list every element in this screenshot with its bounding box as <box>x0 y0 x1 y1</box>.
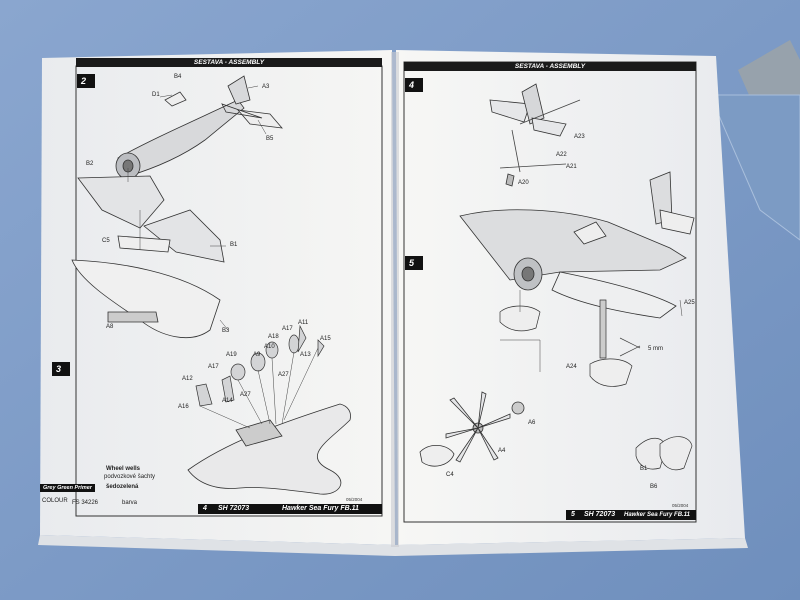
step-5-marker: 5 <box>405 256 423 270</box>
right-page-footer: 5 SH 72073 Hawker Sea Fury FB.11 <box>566 510 696 520</box>
part-label: B5 <box>266 136 274 142</box>
part-label: A20 <box>518 180 529 186</box>
step-4-marker: 4 <box>405 78 423 92</box>
part-label: A17 <box>208 364 219 370</box>
wheel-wells-label: Wheel wells <box>106 466 141 472</box>
part-label: A27 <box>240 392 251 398</box>
barva-label: barva <box>122 500 138 506</box>
part-label: A14 <box>222 398 233 404</box>
part-label: A10 <box>264 344 275 350</box>
part-label: A4 <box>498 448 506 454</box>
part-label: A6 <box>528 420 536 426</box>
part-label: A19 <box>226 352 237 358</box>
primer-czech-label: šedozelená <box>106 484 139 490</box>
part-label: C4 <box>446 472 454 478</box>
part-label: C5 <box>102 238 110 244</box>
part-label: D1 <box>152 92 160 98</box>
part-label: A16 <box>178 404 189 410</box>
right-page-number: 5 <box>571 511 575 518</box>
part-label: B4 <box>174 74 182 80</box>
part-label: A17 <box>282 326 293 332</box>
primer-colour-badge: Grey Green Primer <box>40 484 95 492</box>
part-label: A13 <box>300 352 311 358</box>
part-label: A18 <box>268 334 279 340</box>
left-kit-title: Hawker Sea Fury FB.11 <box>282 505 359 512</box>
part-label: B2 <box>86 161 94 167</box>
part-label: B1 <box>230 242 238 248</box>
part-label: A11 <box>298 320 309 326</box>
part-label: B3 <box>222 328 230 334</box>
step-3-marker: 3 <box>52 362 70 376</box>
right-page-date: 05/2004 <box>672 503 689 508</box>
part-label: A22 <box>556 152 567 158</box>
part-label: B1 <box>640 466 648 472</box>
part-label: A21 <box>566 164 577 170</box>
part-label: A15 <box>320 336 331 342</box>
left-kit-code: SH 72073 <box>218 505 250 512</box>
part-label: B6 <box>650 484 658 490</box>
right-kit-code: SH 72073 <box>584 511 616 518</box>
part-label: A25 <box>684 300 695 306</box>
part-label: A8 <box>106 324 114 330</box>
left-page-number: 4 <box>203 505 207 512</box>
part-label: A3 <box>262 84 270 90</box>
right-kit-title: Hawker Sea Fury FB.11 <box>624 512 690 518</box>
fs-code-label: FS 34226 <box>72 500 99 506</box>
left-page-footer: 4 SH 72073 Hawker Sea Fury FB.11 <box>198 504 382 514</box>
left-page-header: SESTAVA - ASSEMBLY <box>76 58 382 67</box>
wheel-wells-czech-label: podvozkové šachty <box>104 474 156 480</box>
dimension-label: 5 mm <box>648 346 663 352</box>
step-2-marker: 2 <box>77 74 95 88</box>
part-label: A12 <box>182 376 193 382</box>
left-page-date: 05/2004 <box>346 497 363 502</box>
part-label: A23 <box>574 134 585 140</box>
right-page-header: SESTAVA - ASSEMBLY <box>404 62 696 71</box>
colour-label: COLOUR <box>42 498 68 504</box>
part-label: A27 <box>278 372 289 378</box>
part-label: A24 <box>566 364 577 370</box>
part-label: A9 <box>253 352 261 358</box>
